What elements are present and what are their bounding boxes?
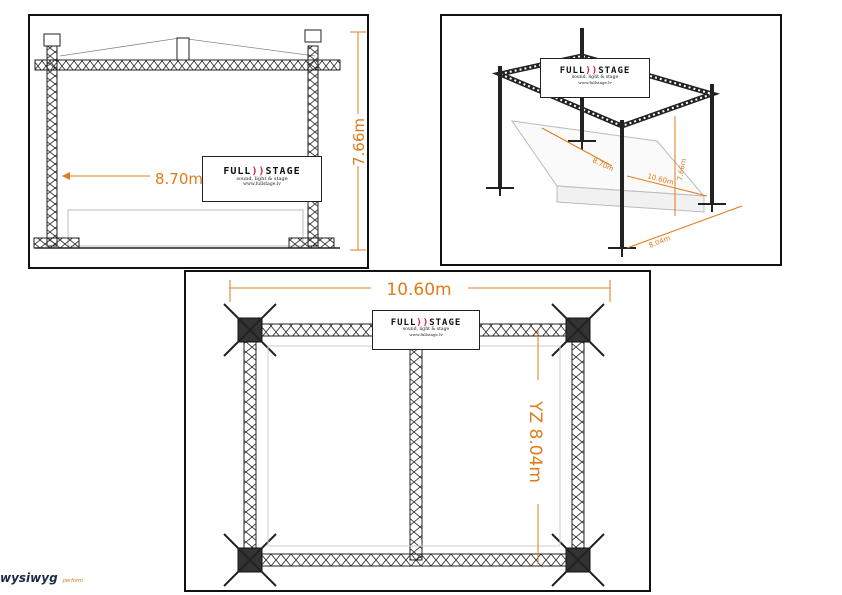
- iso-height-label: 7.66m: [676, 158, 688, 182]
- left-tower-cap: [43, 33, 61, 47]
- top-depth-label: YZ 8.04m: [525, 400, 545, 483]
- top-brand-banner: FULL))STAGE sound, light & stage www.ful…: [372, 310, 480, 350]
- front-brand-tagline: sound, light & stage: [236, 176, 288, 182]
- front-view-drawing: 8.70m 7.66m: [33, 29, 368, 251]
- front-brand-url: www.fullstage.lv: [243, 181, 281, 187]
- iso-dim-yz: [626, 205, 743, 249]
- brand-name-right: STAGE: [429, 318, 462, 328]
- top-brand-logo: FULL))STAGE: [390, 318, 462, 328]
- iso-stage-front: [556, 185, 705, 213]
- front-height-label: 7.66m: [350, 118, 368, 166]
- top-brand-url: www.fullstage.lv: [409, 331, 443, 337]
- iso-dim-width: [626, 175, 708, 197]
- top-beam-center: [409, 329, 423, 561]
- iso-foot-3: [698, 195, 726, 212]
- brand-name-left: FULL: [559, 66, 586, 76]
- brand-name-right: STAGE: [598, 66, 631, 76]
- outrigger-tl: [223, 303, 277, 357]
- top-view-panel: 10.60m YZ 8.04m FULL))STAGE sound, light…: [184, 270, 651, 592]
- top-truss-beam: [34, 59, 341, 71]
- iso-foot-2: [568, 132, 596, 150]
- width-arrow: [62, 172, 70, 180]
- outrigger-bl: [223, 533, 277, 587]
- right-tower-cap: [304, 29, 322, 43]
- wysiwyg-logo-text: wysiwyg: [0, 571, 58, 585]
- right-tower: [307, 45, 319, 247]
- wysiwyg-logo-sub: perform: [62, 578, 83, 584]
- iso-brand-tagline: sound, light & stage: [571, 75, 619, 80]
- left-base: [33, 237, 80, 249]
- isometric-drawing: 8.70m 10.60m 7.66m 8.04m: [486, 28, 743, 257]
- outrigger-br: [551, 533, 605, 587]
- top-beam-right: [571, 329, 585, 561]
- iso-brand-logo: FULL))STAGE: [559, 66, 631, 76]
- brand-name-left: FULL: [390, 318, 417, 328]
- front-brand-logo: FULL))STAGE: [223, 166, 301, 177]
- outrigger-tr: [551, 303, 605, 357]
- ridge-block: [176, 37, 190, 61]
- front-brand-banner: FULL))STAGE sound, light & stage www.ful…: [202, 156, 322, 202]
- isometric-view-panel: 8.70m 10.60m 7.66m 8.04m FULL))STAGE sou…: [440, 14, 782, 266]
- iso-foot-4: [608, 239, 636, 257]
- iso-brand-url: www.fullstage.lv: [578, 79, 612, 85]
- iso-dim-depth: [541, 127, 613, 167]
- wysiwyg-logo: wysiwyg perform: [0, 567, 83, 587]
- top-brand-tagline: sound, light & stage: [402, 327, 450, 332]
- top-beam-left: [243, 329, 257, 561]
- right-base: [288, 237, 335, 249]
- top-width-label: 10.60m: [386, 280, 451, 300]
- height-label-bg: [349, 114, 367, 166]
- stage-outline: [67, 209, 304, 247]
- iso-foot-1: [486, 178, 514, 196]
- front-view-panel: 8.70m 7.66m FULL))STAGE sound, light & s…: [28, 14, 369, 269]
- left-tower: [46, 45, 58, 247]
- brand-name-right: STAGE: [265, 166, 301, 177]
- iso-brand-banner: FULL))STAGE sound, light & stage www.ful…: [540, 58, 650, 98]
- brand-name-left: FULL: [223, 166, 252, 177]
- front-width-label: 8.70m: [155, 170, 203, 188]
